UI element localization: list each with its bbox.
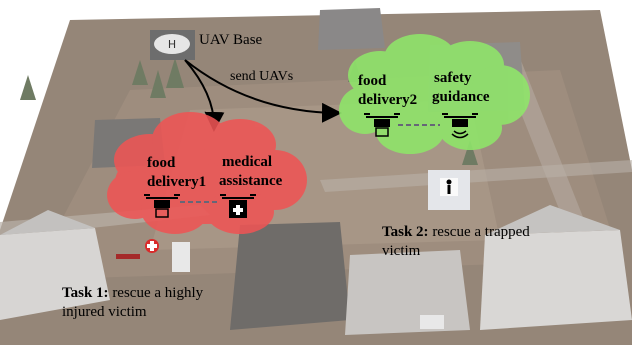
- medical-assistance-label-line1: medical: [222, 154, 272, 170]
- cloud-right: [339, 34, 530, 154]
- task1-label-line1: Task 1: rescue a highly: [62, 285, 204, 301]
- victim-icon: [446, 179, 452, 194]
- task2-label-line2: victim: [382, 243, 421, 259]
- car: [172, 242, 190, 272]
- food-delivery1-label-line2: delivery1: [147, 174, 206, 190]
- task1-bold: Task 1:: [62, 285, 109, 301]
- drone-icon: [220, 194, 256, 218]
- drone-icon: [442, 113, 478, 139]
- safety-guidance-label-line1: safety: [434, 70, 472, 86]
- drone-icon: [144, 194, 180, 218]
- food-delivery2-label-line1: food: [358, 73, 387, 89]
- task2-label-line1: Task 2: rescue a trapped: [382, 224, 530, 240]
- arrow-to-right-cloud: [184, 59, 342, 123]
- task1-label-line2: injured victim: [62, 304, 147, 320]
- safety-guidance-label-line2: guidance: [432, 89, 490, 105]
- medical-assistance-label-line2: assistance: [219, 173, 283, 189]
- food-delivery1-label-line1: food: [147, 155, 176, 171]
- car: [420, 315, 444, 329]
- food-delivery2-label-line2: delivery2: [358, 92, 417, 108]
- task1-text: rescue a highly: [109, 285, 204, 301]
- victim-icon: [116, 254, 140, 259]
- send-uavs-label: send UAVs: [230, 69, 293, 84]
- uav-base-label: UAV Base: [199, 32, 263, 48]
- task2-text: rescue a trapped: [429, 224, 531, 240]
- helipad-icon: H: [150, 30, 195, 60]
- svg-text:H: H: [168, 38, 176, 51]
- medical-cross-icon: [145, 239, 159, 253]
- drone-icon: [364, 113, 400, 137]
- task2-bold: Task 2:: [382, 224, 429, 240]
